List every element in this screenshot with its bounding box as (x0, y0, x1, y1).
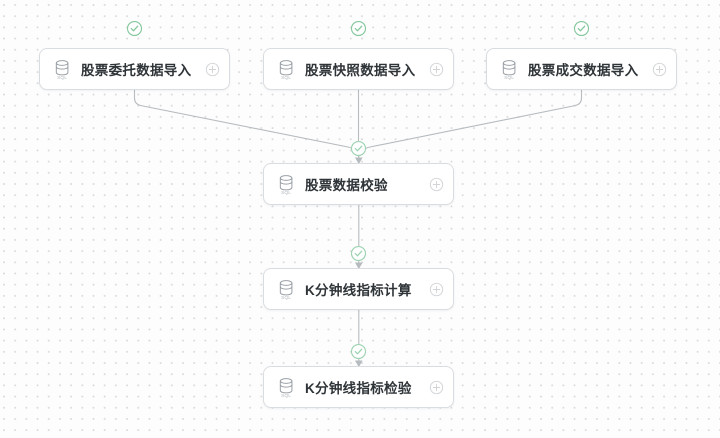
svg-text:SQL: SQL (281, 190, 291, 195)
workflow-node-stock-trade-import[interactable]: SQL 股票成交数据导入 (486, 48, 677, 90)
node-label: 股票委托数据导入 (81, 63, 192, 78)
workflow-node-kline-indicator-verify[interactable]: SQL K分钟线指标检验 (263, 366, 454, 408)
node-label: K分钟线指标检验 (305, 381, 412, 396)
plus-circle-icon[interactable] (652, 62, 667, 77)
node-label: 股票数据校验 (305, 178, 388, 193)
edge-n3-n4 (358, 90, 583, 156)
plus-circle-icon[interactable] (429, 282, 444, 297)
svg-text:SQL: SQL (281, 393, 291, 398)
svg-text:SQL: SQL (281, 75, 291, 80)
database-sql-icon: SQL (279, 279, 293, 300)
database-sql-icon: SQL (502, 59, 516, 80)
plus-circle-icon[interactable] (205, 62, 220, 77)
plus-circle-icon[interactable] (429, 177, 444, 192)
status-badge-n2 (350, 20, 367, 37)
plus-circle-icon[interactable] (429, 62, 444, 77)
status-badge-n6 (350, 343, 367, 360)
node-label: 股票成交数据导入 (528, 63, 639, 78)
svg-text:SQL: SQL (57, 75, 67, 80)
workflow-node-stock-snapshot-import[interactable]: SQL 股票快照数据导入 (263, 48, 454, 90)
workflow-node-stock-data-validation[interactable]: SQL 股票数据校验 (263, 163, 454, 205)
plus-circle-icon[interactable] (429, 380, 444, 395)
svg-text:SQL: SQL (504, 75, 514, 80)
database-sql-icon: SQL (279, 174, 293, 195)
database-sql-icon: SQL (55, 59, 69, 80)
node-label: 股票快照数据导入 (305, 63, 416, 78)
status-badge-n1 (126, 20, 143, 37)
database-sql-icon: SQL (279, 59, 293, 80)
edge-n1-n4 (133, 90, 360, 156)
database-sql-icon: SQL (279, 377, 293, 398)
status-badge-n3 (573, 20, 590, 37)
status-badge-n4 (350, 140, 367, 157)
svg-text:SQL: SQL (281, 295, 291, 300)
status-badge-n5 (350, 245, 367, 262)
workflow-node-stock-order-import[interactable]: SQL 股票委托数据导入 (39, 48, 230, 90)
node-label: K分钟线指标计算 (305, 283, 412, 298)
workflow-node-kline-indicator-calc[interactable]: SQL K分钟线指标计算 (263, 268, 454, 310)
